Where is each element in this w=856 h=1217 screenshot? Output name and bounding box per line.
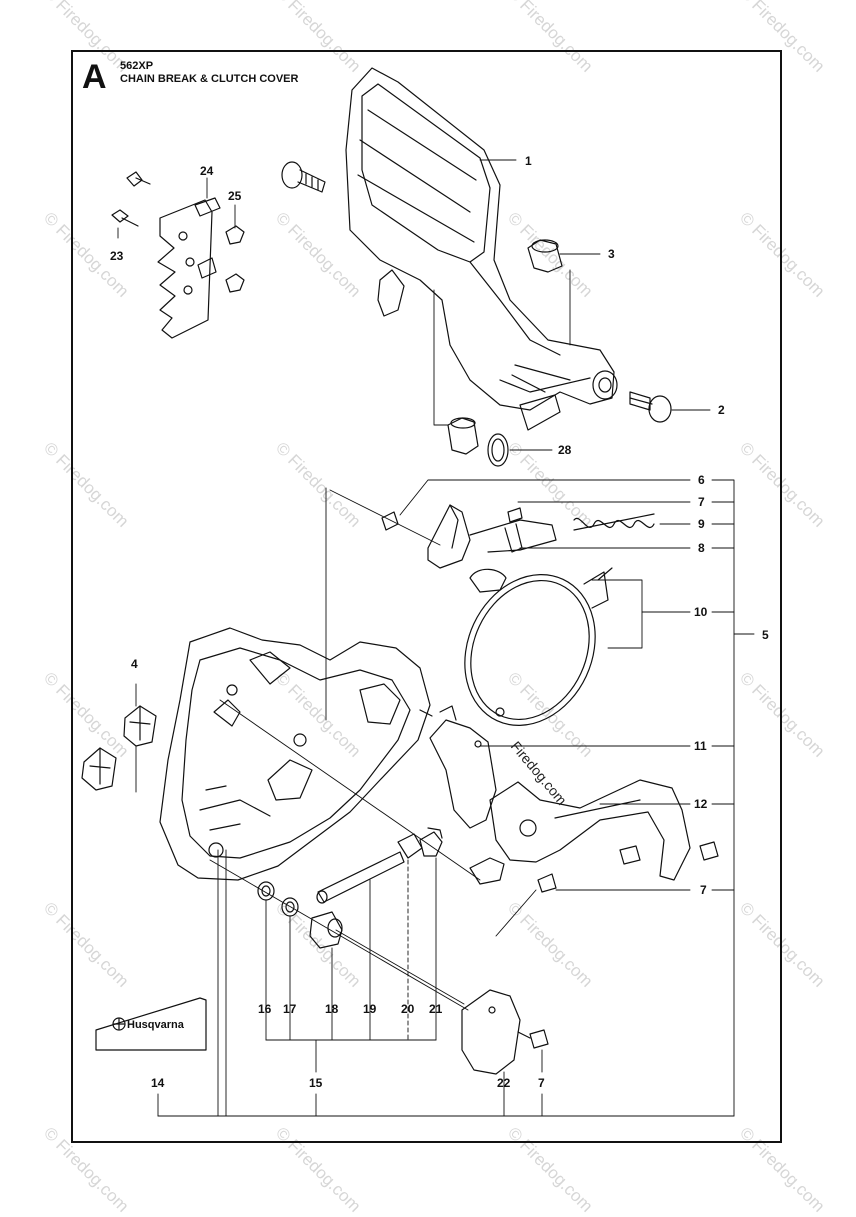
callout-14: 14 [151, 1076, 165, 1090]
callout-10: 10 [694, 605, 708, 619]
callout-24: 24 [200, 164, 214, 178]
part-cover-plate-22 [461, 989, 549, 1075]
callout-1: 1 [525, 154, 532, 168]
part-brake-band-10 [464, 567, 613, 726]
callout-5: 5 [762, 628, 769, 642]
husqvarna-decal [95, 997, 207, 1051]
callout-7-c: 7 [538, 1076, 545, 1090]
part-1-hand-guard [345, 67, 618, 431]
callout-9: 9 [698, 517, 705, 531]
husqvarna-logo-text: Husqvarna [127, 1019, 185, 1031]
leader-lines [117, 159, 755, 1117]
callout-17: 17 [283, 1002, 297, 1016]
part-screw-2 [629, 391, 672, 423]
part-bushing-3 [527, 239, 563, 273]
callout-28: 28 [558, 443, 572, 457]
part-screw-handle [281, 161, 326, 193]
part-tensioner-20-21 [397, 827, 443, 859]
callout-19: 19 [363, 1002, 377, 1016]
section-letter: A [82, 58, 107, 96]
part-clutch-cover-body [159, 627, 433, 881]
callout-labels: 1 2 3 4 5 6 7 8 9 10 11 12 7 14 15 16 17… [110, 154, 769, 1090]
callout-25: 25 [228, 189, 242, 203]
callout-18: 18 [325, 1002, 339, 1016]
callout-2: 2 [718, 403, 725, 417]
callout-20: 20 [401, 1002, 415, 1016]
part-brake-lever-assembly [381, 504, 655, 593]
callout-8: 8 [698, 541, 705, 555]
part-nut-18 [309, 911, 343, 949]
callout-22: 22 [497, 1076, 511, 1090]
part-clip-4 [81, 705, 157, 791]
callout-21: 21 [429, 1002, 443, 1016]
callout-6: 6 [698, 473, 705, 487]
part-chain-catcher [111, 171, 245, 339]
part-washers-16-17 [257, 881, 299, 917]
callout-23: 23 [110, 249, 124, 263]
diagram-frame [71, 50, 782, 1143]
section-title: CHAIN BREAK & CLUTCH COVER [120, 73, 299, 85]
model-number: 562XP [120, 60, 154, 72]
callout-7-a: 7 [698, 495, 705, 509]
part-brake-link-11 [429, 705, 505, 885]
callout-12: 12 [694, 797, 708, 811]
part-brake-arm-12 [489, 779, 719, 893]
callout-15: 15 [309, 1076, 323, 1090]
part-stud-19 [316, 851, 405, 904]
callout-16: 16 [258, 1002, 272, 1016]
callout-11: 11 [694, 739, 707, 753]
part-bushing-28 [447, 417, 509, 467]
callout-3: 3 [608, 247, 615, 261]
callout-7-b: 7 [700, 883, 707, 897]
callout-4: 4 [131, 657, 138, 671]
